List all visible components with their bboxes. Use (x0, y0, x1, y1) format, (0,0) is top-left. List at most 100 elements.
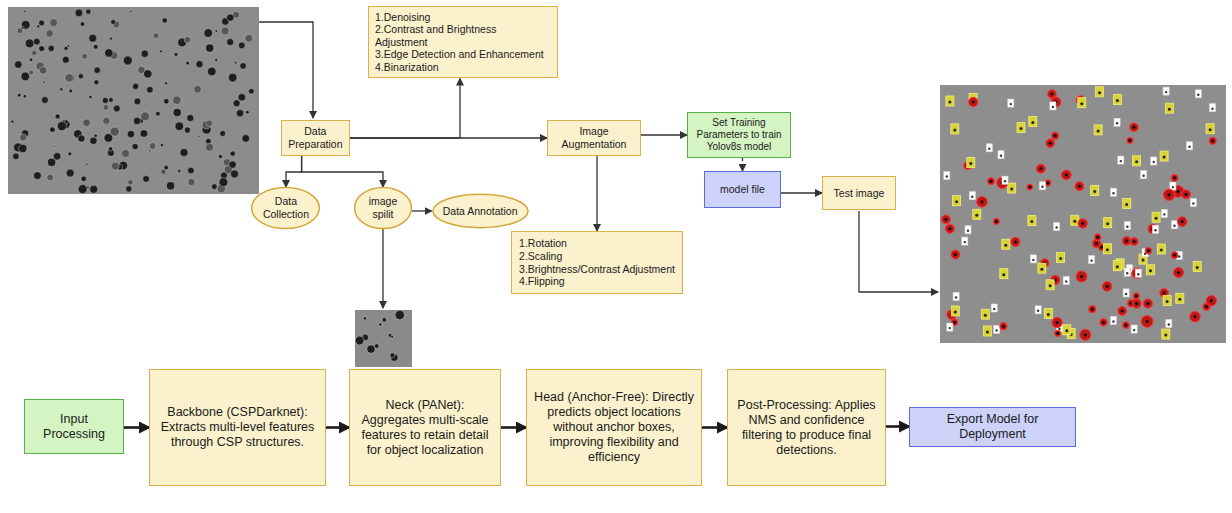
particle (980, 200, 983, 203)
detection-red (1046, 139, 1055, 148)
data-ellipse: image spilit (354, 187, 412, 229)
detection-yellow (1000, 269, 1008, 279)
particle (1112, 192, 1114, 194)
detection-yellow (1160, 151, 1168, 161)
detection-red (1052, 317, 1062, 327)
node-label: Data Collection (259, 195, 312, 220)
detection-white (1089, 256, 1095, 264)
particle (1058, 328, 1060, 330)
detection-red (1171, 252, 1178, 259)
stage-box: Post-Processing: Applies NMS and confide… (727, 369, 886, 486)
particle (238, 94, 246, 102)
particle (1142, 175, 1144, 177)
detection-yellow (1096, 87, 1104, 97)
particle (1135, 160, 1138, 163)
particle (949, 327, 951, 329)
particle (215, 30, 218, 33)
particle (955, 200, 958, 203)
detection-yellow (1113, 261, 1121, 271)
particle (1211, 139, 1214, 142)
particle (1000, 155, 1002, 157)
list-line: 3.Brightness/Contrast Adjustment (519, 263, 675, 276)
detection-white (998, 151, 1004, 159)
detection-yellow (1113, 95, 1121, 105)
particle (50, 19, 58, 27)
particle (1173, 176, 1176, 179)
detection-yellow (1038, 263, 1046, 273)
list-line: 1.Denoising (375, 11, 551, 24)
detection-yellow (981, 309, 989, 319)
particle (995, 329, 997, 331)
stage-box: Head (Anchor-Free): Directly predicts ob… (526, 369, 702, 486)
particle (1173, 254, 1176, 257)
node-label: Data Preparation (288, 125, 343, 150)
detection-white (962, 237, 968, 245)
particle (93, 44, 98, 49)
particle (75, 9, 83, 17)
model-file-box: model file (704, 171, 781, 208)
particle (1160, 249, 1163, 252)
process-box: Data Preparation (281, 120, 350, 156)
detection-red (1011, 237, 1020, 246)
particle (167, 182, 175, 190)
detection-yellow (1193, 262, 1201, 272)
particle (50, 127, 55, 132)
particle (1126, 226, 1128, 228)
detection-yellow (1147, 265, 1155, 275)
particle (972, 100, 975, 103)
particle (948, 227, 951, 230)
detection-red (1000, 323, 1007, 330)
microscope-image (8, 7, 259, 194)
particle (53, 153, 61, 161)
detection-white (1124, 222, 1130, 230)
node-label: Head (Anchor-Free): Directly predicts ob… (533, 390, 695, 465)
input-box: Input Processing (24, 399, 124, 454)
particle (133, 117, 140, 124)
detection-yellow (1063, 325, 1071, 335)
flow-arrow (326, 426, 349, 429)
particle (1102, 321, 1105, 324)
detection-white (1118, 156, 1124, 164)
particle (1065, 280, 1067, 282)
detection-result-image (940, 85, 1226, 343)
particle (1030, 220, 1033, 223)
step-list-box: 1.Denoising 2.Contrast and Brightness Ad… (368, 6, 558, 79)
particle (60, 88, 63, 91)
particle (219, 178, 228, 187)
particle (175, 122, 184, 131)
detection-white (1210, 104, 1216, 112)
data-ellipse: Data Collection (251, 187, 320, 229)
detection-yellow (1176, 293, 1184, 303)
particle (113, 105, 120, 112)
particle (174, 53, 178, 57)
particle (1164, 334, 1167, 337)
particle (367, 345, 375, 353)
particle (1002, 273, 1005, 276)
detection-red (1055, 330, 1061, 336)
detection-yellow (1046, 280, 1054, 290)
particle (1178, 298, 1181, 301)
particle (1155, 217, 1158, 220)
particle (1116, 122, 1118, 124)
particle (218, 155, 222, 159)
particle (160, 50, 163, 53)
particle (1205, 305, 1208, 308)
particle (1153, 161, 1155, 163)
particle (47, 174, 54, 181)
particle (1173, 225, 1175, 227)
detection-white (991, 304, 997, 312)
detection-red (1078, 219, 1087, 228)
particle (953, 128, 956, 131)
particle (33, 38, 40, 45)
particle (39, 20, 45, 26)
flow-arrow (702, 426, 727, 429)
particle (128, 180, 133, 185)
detection-yellow (1206, 124, 1214, 134)
particle (23, 10, 26, 13)
detection-red (1061, 170, 1071, 180)
particle (48, 158, 56, 166)
particle (946, 175, 948, 177)
node-label: Input Processing (31, 412, 117, 442)
particle (20, 134, 27, 141)
particle (102, 97, 108, 103)
